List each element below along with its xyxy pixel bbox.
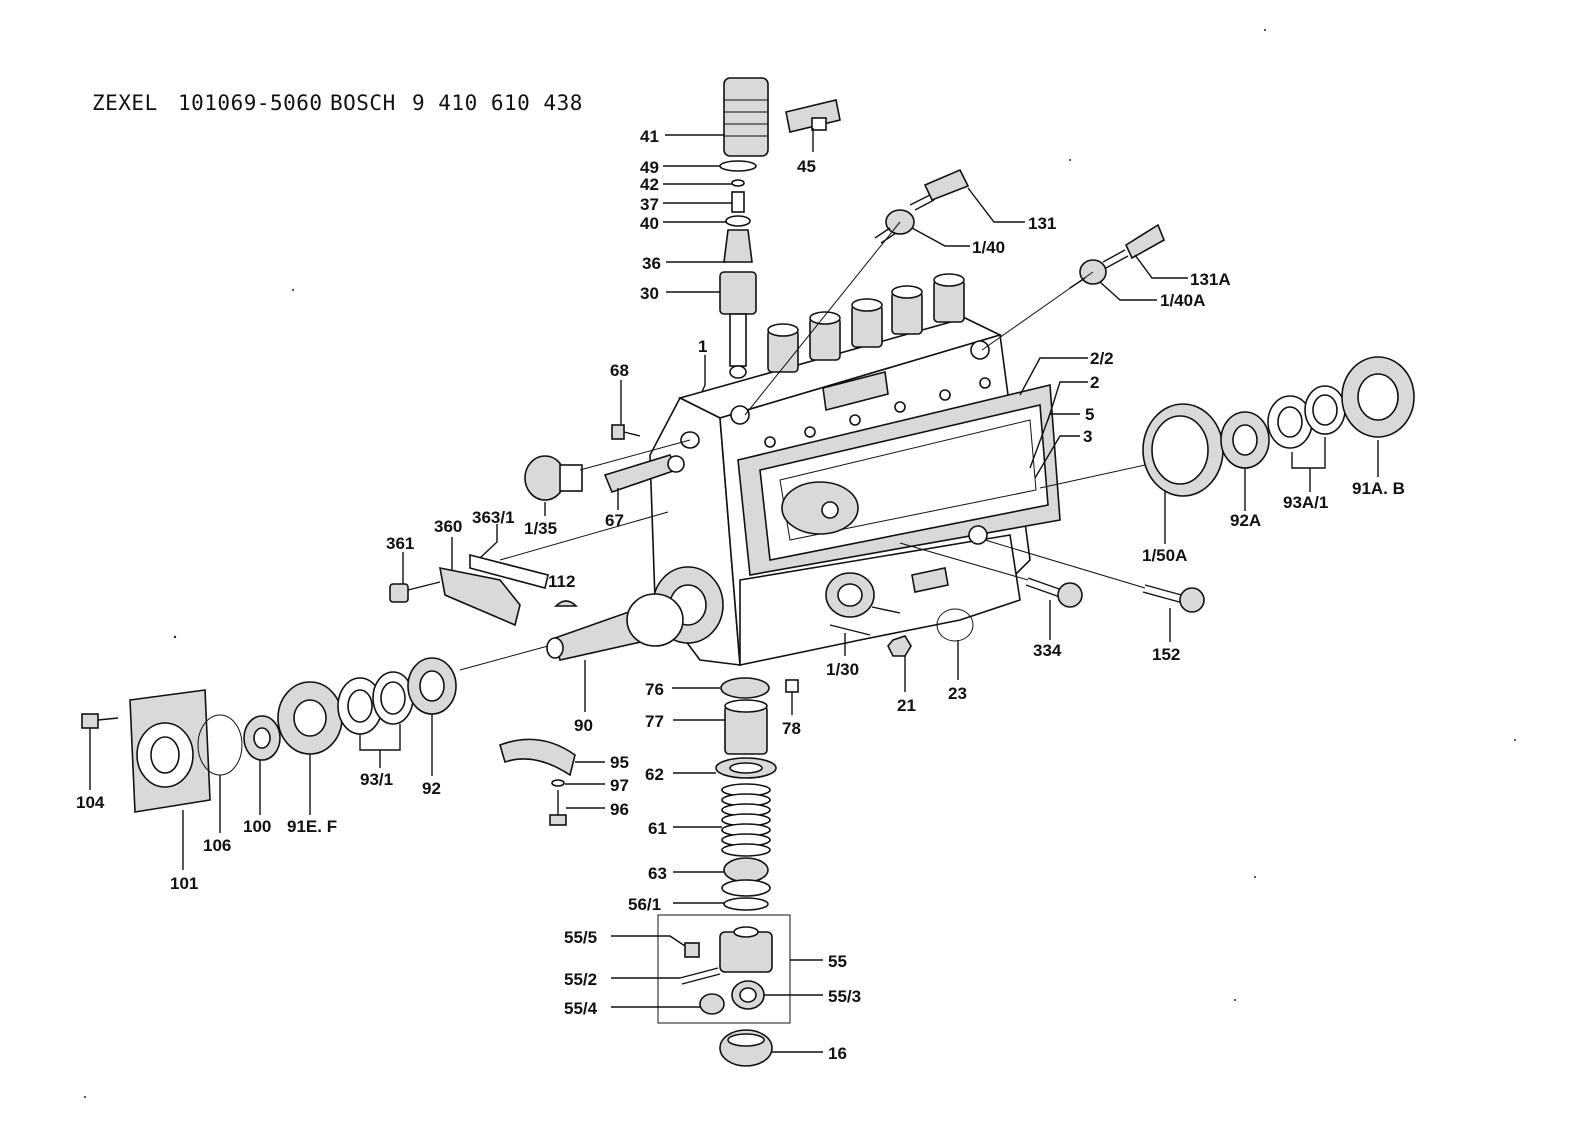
brand-zexel: ZEXEL	[92, 91, 158, 115]
part-334-bolt	[899, 542, 1083, 608]
part-131-bolt	[909, 168, 970, 211]
brand-bosch: BOSCH	[330, 91, 396, 115]
left-bearing-stack	[81, 657, 457, 813]
label-55-3: 55/3	[828, 987, 861, 1006]
label-41: 41	[640, 127, 659, 146]
label-5: 5	[1085, 405, 1094, 424]
label-112: 112	[548, 572, 575, 591]
label-55-2: 55/2	[564, 970, 597, 989]
label-2-2: 2/2	[1090, 349, 1114, 368]
part-131A-bolt	[1102, 223, 1166, 269]
label-45: 45	[797, 157, 816, 176]
label-3: 3	[1083, 427, 1092, 446]
part-45-clamp	[785, 99, 841, 133]
label-42: 42	[640, 175, 659, 194]
label-100: 100	[243, 817, 271, 836]
label-334: 334	[1033, 641, 1062, 660]
label-93-1: 93/1	[360, 770, 393, 789]
delivery-valve-column	[719, 77, 769, 379]
part-23-oring	[936, 608, 974, 642]
part-number-bosch: 9 410 610 438	[412, 91, 583, 115]
part-1-35-plug	[524, 439, 691, 501]
delivery-valve-holders	[767, 273, 965, 373]
label-49: 49	[640, 158, 659, 177]
label-106: 106	[203, 836, 231, 855]
part-68-screw	[611, 424, 641, 440]
label-131: 131	[1028, 214, 1056, 233]
part-labels: 41 45 49 42 37 40 36 30 131 1/40 131A 1/…	[76, 127, 1405, 1063]
label-63: 63	[648, 864, 667, 883]
label-91A-B: 91A. B	[1352, 479, 1405, 498]
label-101: 101	[170, 874, 198, 893]
label-96: 96	[610, 800, 629, 819]
tappet-assembly-frame	[657, 914, 791, 1024]
label-91E-F: 91E. F	[287, 817, 337, 836]
label-40: 40	[640, 214, 659, 233]
part-360-plate	[389, 511, 669, 627]
label-78: 78	[782, 719, 801, 738]
pump-housing	[649, 273, 1061, 667]
label-90: 90	[574, 716, 593, 735]
label-93A-1: 93A/1	[1283, 493, 1328, 512]
label-92: 92	[422, 779, 441, 798]
part-61-spring	[721, 783, 771, 857]
label-104: 104	[76, 793, 105, 812]
label-61: 61	[648, 819, 667, 838]
label-131A: 131A	[1190, 270, 1231, 289]
label-1-40A: 1/40A	[1160, 291, 1205, 310]
label-23: 23	[948, 684, 967, 703]
part-21-nut	[887, 635, 912, 657]
label-77: 77	[645, 712, 664, 731]
label-360: 360	[434, 517, 462, 536]
label-1-50A: 1/50A	[1142, 546, 1187, 565]
header: ZEXEL 101069-5060 BOSCH 9 410 610 438	[92, 91, 583, 115]
label-56-1: 56/1	[628, 895, 661, 914]
label-36: 36	[642, 254, 661, 273]
label-95: 95	[610, 753, 629, 772]
scan-specks	[84, 29, 1516, 1098]
label-361: 361	[386, 534, 414, 553]
part-90-camshaft	[459, 593, 684, 671]
right-bearing-stack	[1039, 356, 1415, 497]
leader-lines	[89, 128, 1379, 1053]
label-62: 62	[645, 765, 664, 784]
label-55: 55	[828, 952, 847, 971]
label-16: 16	[828, 1044, 847, 1063]
label-1-30: 1/30	[826, 660, 859, 679]
part-112-key	[554, 600, 578, 607]
label-1: 1	[698, 337, 707, 356]
part-number-zexel: 101069-5060	[178, 91, 323, 115]
part-1-40-plug	[744, 209, 915, 416]
label-363-1: 363/1	[472, 508, 515, 527]
label-92A: 92A	[1230, 511, 1261, 530]
part-67-lever	[603, 454, 685, 494]
label-1-35: 1/35	[524, 519, 557, 538]
label-76: 76	[645, 680, 664, 699]
label-152: 152	[1152, 645, 1180, 664]
part-95-bracket	[499, 738, 576, 826]
part-152-bolt	[984, 539, 1205, 613]
label-55-4: 55/4	[564, 999, 598, 1018]
label-1-40: 1/40	[972, 238, 1005, 257]
label-55-5: 55/5	[564, 928, 597, 947]
label-30: 30	[640, 284, 659, 303]
label-2: 2	[1090, 373, 1099, 392]
label-21: 21	[897, 696, 916, 715]
label-68: 68	[610, 361, 629, 380]
label-67: 67	[605, 511, 624, 530]
label-37: 37	[640, 195, 659, 214]
part-1-30-stud	[829, 606, 901, 636]
label-97: 97	[610, 776, 629, 795]
part-1-40A-plug	[981, 259, 1107, 351]
